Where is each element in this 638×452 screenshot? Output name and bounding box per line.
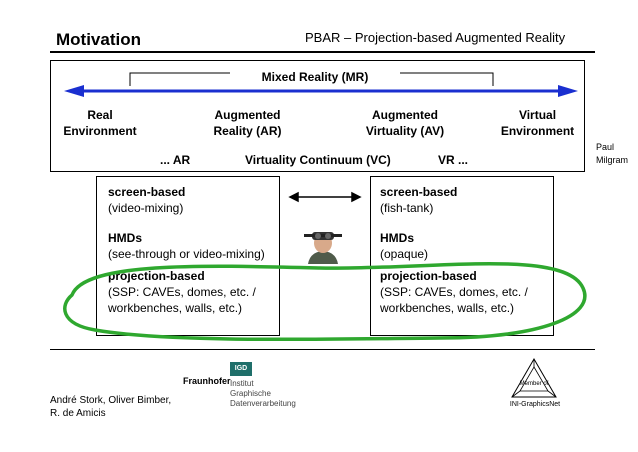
augmented-reality-label: Augmented Reality (AR): [200, 107, 295, 139]
virtual-line1: Virtual: [518, 108, 557, 122]
fraunhofer-logo-text: Fraunhofer: [183, 376, 231, 386]
left-item3-desc1: (SSP: CAVEs, domes, etc. /: [108, 285, 256, 299]
authors-line2: R. de Amicis: [50, 408, 106, 419]
connector-arrow: [288, 191, 362, 203]
slide-title: Motivation: [56, 30, 141, 49]
right-item2-desc: (opaque): [380, 247, 429, 261]
right-box-content: screen-based (fish-tank) HMDs (opaque) p…: [380, 184, 528, 316]
right-item3-title: projection-based: [380, 269, 477, 283]
left-box-content: screen-based (video-mixing) HMDs (see-th…: [108, 184, 265, 316]
institute-line1: Institut: [230, 379, 254, 388]
ini-graphicsnet-logo: [511, 358, 557, 398]
ini-graphicsnet-label: INI-GraphicsNet: [509, 401, 561, 408]
vr-tag: VR ...: [438, 153, 469, 167]
real-environment-label: Real Environment: [55, 107, 145, 139]
augmented-virtuality-label: Augmented Virtuality (AV): [350, 107, 460, 139]
left-item1-title: screen-based: [108, 185, 186, 199]
hmd-user-image: [300, 224, 346, 264]
credit-line2: Milgram: [596, 155, 629, 165]
virtual-environment-label: Virtual Environment: [490, 107, 585, 139]
real-line2: Environment: [63, 124, 137, 138]
member-of-label: Member of: [519, 381, 549, 387]
authors-line1: André Stork, Oliver Bimber,: [50, 395, 172, 406]
right-item3-desc1: (SSP: CAVEs, domes, etc. /: [380, 285, 528, 299]
side-credit: Paul Milgram: [596, 141, 628, 167]
ar-line1: Augmented: [214, 108, 281, 122]
mixed-reality-label: Mixed Reality (MR): [230, 70, 400, 84]
institute-line3: Datenverarbeitung: [230, 399, 296, 408]
ar-line2: Reality (AR): [213, 124, 282, 138]
continuum-panel: [50, 60, 585, 172]
left-item3-desc2: workbenches, walls, etc.): [108, 301, 243, 315]
real-line1: Real: [87, 108, 113, 122]
slide-subtitle: PBAR – Projection-based Augmented Realit…: [305, 30, 566, 45]
right-item1-title: screen-based: [380, 185, 458, 199]
right-item2-title: HMDs: [380, 231, 415, 245]
right-item1-desc: (fish-tank): [380, 201, 434, 215]
left-item1-desc: (video-mixing): [108, 201, 184, 215]
left-item2-desc: (see-through or video-mixing): [108, 247, 265, 261]
av-line2: Virtuality (AV): [365, 124, 445, 138]
virtuality-continuum-label: Virtuality Continuum (VC): [245, 153, 391, 167]
right-item3-desc2: workbenches, walls, etc.): [380, 301, 515, 315]
credit-line1: Paul: [596, 142, 615, 152]
igd-badge: IGD: [230, 362, 252, 376]
header-divider: [50, 51, 595, 53]
ar-tag: ... AR: [160, 153, 191, 167]
left-item2-title: HMDs: [108, 231, 143, 245]
institute-line2: Graphische: [230, 389, 271, 398]
institute-name: Institut Graphische Datenverarbeitung: [230, 379, 296, 409]
footer-divider: [50, 349, 595, 350]
virtual-line2: Environment: [500, 124, 575, 138]
av-line1: Augmented: [372, 108, 438, 122]
continuum-arrow: [64, 85, 578, 97]
left-item3-title: projection-based: [108, 269, 205, 283]
authors: André Stork, Oliver Bimber, R. de Amicis: [50, 394, 171, 420]
